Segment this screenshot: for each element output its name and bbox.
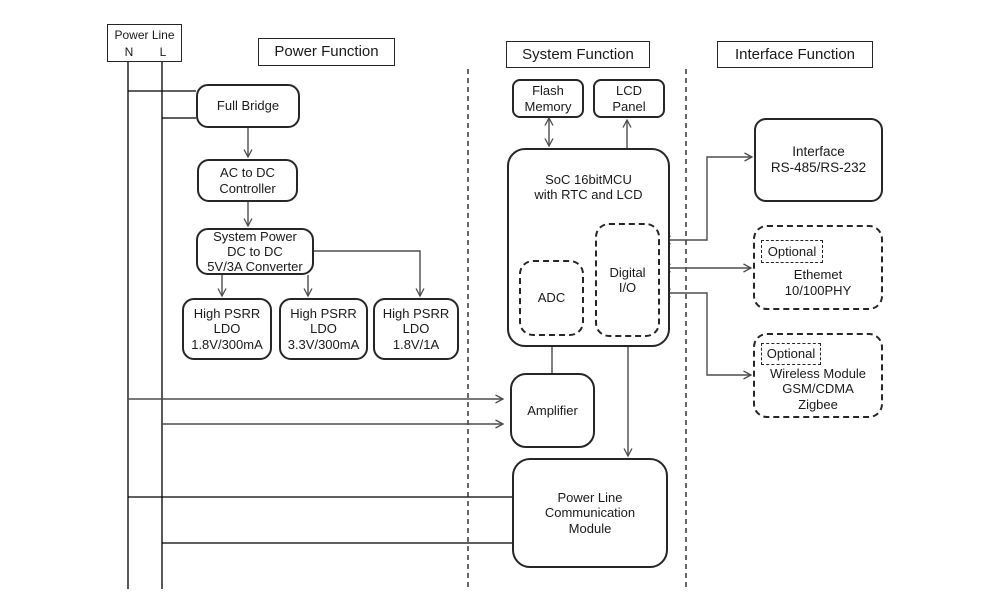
ethernet-box: Optional Ethemet 10/100PHY <box>753 225 883 310</box>
system-function-header-label: System Function <box>522 45 634 63</box>
amplifier-box: Amplifier <box>510 373 595 448</box>
digital-io-label: Digital I/O <box>609 264 646 295</box>
ldo-3v3-300ma-label: High PSRR LDO 3.3V/300mA <box>287 306 360 352</box>
converter-to-ldo3-arrow <box>314 250 425 298</box>
ethernet-optional-label: Optional <box>767 243 817 259</box>
adc-box: ADC <box>519 260 584 336</box>
wireless-optional-label: Optional <box>766 346 816 362</box>
ac-dc-controller-label: AC to DC Controller <box>219 165 276 196</box>
power-rails <box>127 62 513 589</box>
interface-function-header-label: Interface Function <box>734 45 856 63</box>
amplifier-label: Amplifier <box>527 402 578 418</box>
adc-label: ADC <box>537 290 566 306</box>
lcd-panel-label: LCD Panel <box>612 83 646 114</box>
wireless-optional-box: Optional <box>761 343 821 365</box>
digitalio-rs485-connector <box>661 152 754 245</box>
power-line-box: Power Line N L <box>107 24 182 62</box>
rs485-rs232-interface-label: Interface RS-485/RS-232 <box>770 144 867 175</box>
power-function-header: Power Function <box>258 38 395 66</box>
wireless-module-label: Wireless Module GSM/CDMA Zigbee <box>769 366 867 412</box>
ldo-1v8-1a-label: High PSRR LDO 1.8V/1A <box>382 306 450 352</box>
interface-function-header: Interface Function <box>717 41 873 68</box>
power-function-header-label: Power Function <box>274 43 379 61</box>
system-function-header: System Function <box>506 41 650 68</box>
dc-dc-converter-box: System Power DC to DC 5V/3A Converter <box>196 228 314 275</box>
ldo-1v8-300ma-label: High PSRR LDO 1.8V/300mA <box>191 306 263 352</box>
flash-memory-label: Flash Memory <box>524 83 572 114</box>
power-line-n-label: N <box>124 44 134 59</box>
ldo-1v8-300ma-box: High PSRR LDO 1.8V/300mA <box>182 298 272 360</box>
ethernet-optional-box: Optional <box>761 240 823 263</box>
power-line-title: Power Line <box>114 28 175 42</box>
full-bridge-label: Full Bridge <box>216 98 280 114</box>
ac-dc-controller-box: AC to DC Controller <box>197 159 298 202</box>
power-line-l-label: L <box>159 44 167 59</box>
digital-io-box: Digital I/O <box>595 223 660 337</box>
plc-module-label: Power Line Communication Module <box>544 490 636 536</box>
lcd-panel-box: LCD Panel <box>593 79 665 118</box>
section-separators <box>467 69 687 590</box>
ldo-1v8-1a-box: High PSRR LDO 1.8V/1A <box>373 298 459 360</box>
ethernet-label: Ethemet 10/100PHY <box>784 267 852 298</box>
rs485-rs232-interface-box: Interface RS-485/RS-232 <box>754 118 883 202</box>
soc-label: SoC 16bitMCU with RTC and LCD <box>534 172 643 203</box>
dc-dc-converter-label: System Power DC to DC 5V/3A Converter <box>207 228 303 275</box>
full-bridge-box: Full Bridge <box>196 84 300 128</box>
digitalio-wireless-connector <box>661 288 753 380</box>
plc-module-box: Power Line Communication Module <box>512 458 668 568</box>
wireless-module-box: Optional Wireless Module GSM/CDMA Zigbee <box>753 333 883 418</box>
ldo-3v3-300ma-box: High PSRR LDO 3.3V/300mA <box>279 298 368 360</box>
flash-memory-box: Flash Memory <box>512 79 584 118</box>
